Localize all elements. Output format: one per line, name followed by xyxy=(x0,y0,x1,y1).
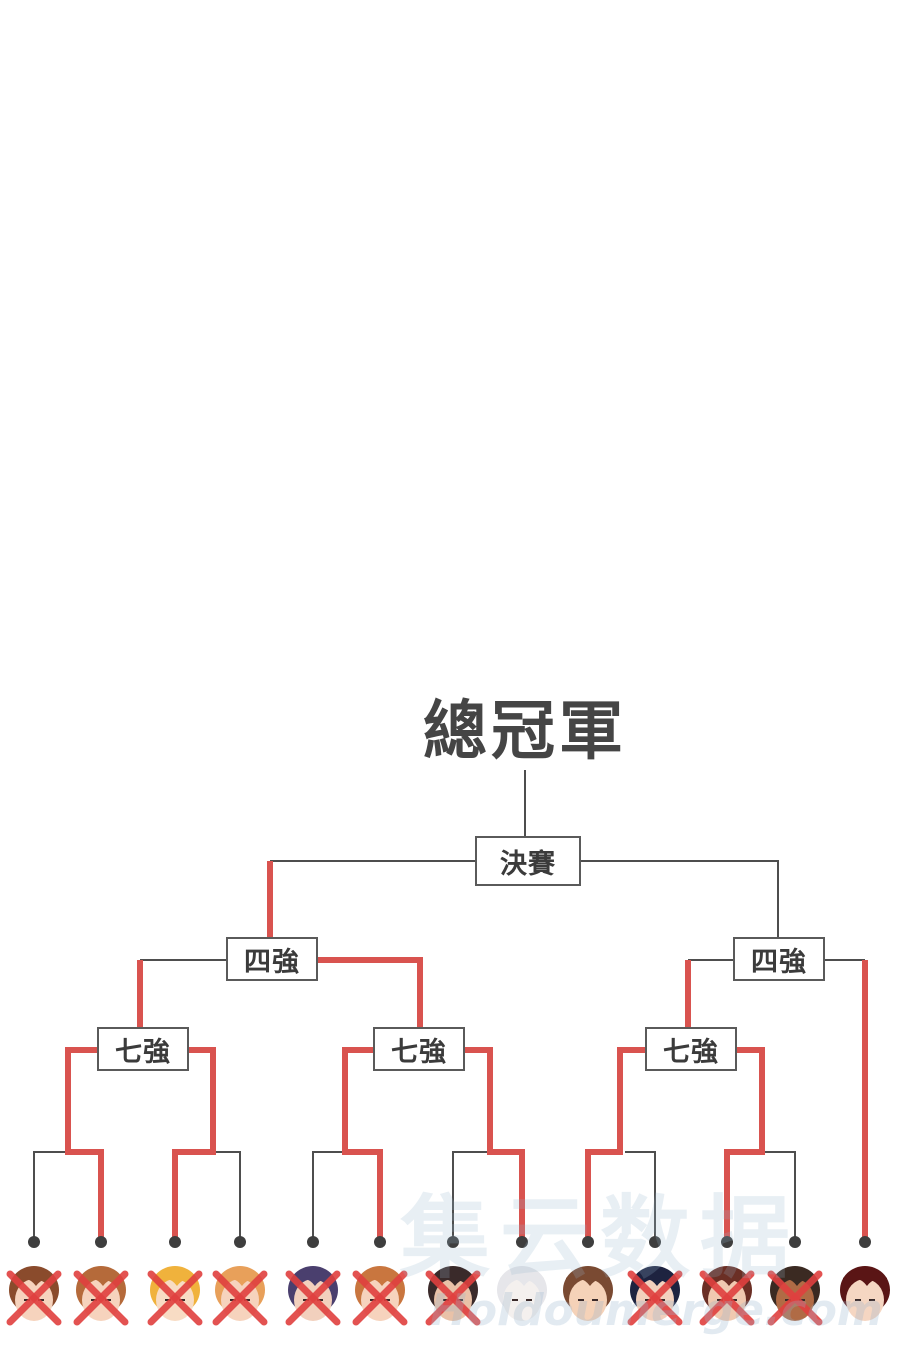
x-stroke xyxy=(627,1270,683,1326)
bracket-node-dot xyxy=(516,1236,528,1248)
winner-path-qf1-right xyxy=(172,1047,216,1240)
eliminated-x-mark xyxy=(285,1270,341,1326)
avatar-face xyxy=(503,1279,541,1321)
competitor-avatar xyxy=(840,1266,890,1321)
avatar-fringe xyxy=(218,1269,262,1292)
eliminated-x-mark xyxy=(699,1270,755,1326)
avatar-fringe xyxy=(705,1269,749,1292)
bracket-node-dot xyxy=(859,1236,871,1248)
champion-title: 總冠軍 xyxy=(423,695,627,769)
final-branch-right xyxy=(581,860,779,937)
x-stroke xyxy=(699,1270,755,1326)
x-stroke xyxy=(352,1270,408,1326)
x-stroke xyxy=(147,1270,203,1326)
eliminated-x-mark xyxy=(767,1270,823,1326)
eliminated-x-mark xyxy=(6,1270,62,1326)
winner-path-qf2-right xyxy=(465,1047,525,1240)
bracket-node-dot xyxy=(649,1236,661,1248)
x-stroke xyxy=(425,1270,481,1326)
avatar-fringe xyxy=(431,1269,475,1292)
quarterfinal-label-3: 七強 xyxy=(645,1027,737,1071)
x-stroke xyxy=(73,1270,129,1326)
match-4-left xyxy=(452,1151,490,1240)
match-3-left xyxy=(312,1151,345,1240)
x-stroke xyxy=(6,1270,62,1326)
eliminated-x-mark xyxy=(352,1270,408,1326)
winner-path-semifinal-left xyxy=(318,957,423,1027)
competitor-avatar xyxy=(497,1266,547,1321)
bracket-node-dot xyxy=(582,1236,594,1248)
avatar-fringe xyxy=(358,1269,402,1292)
quarterfinal-label-1: 七強 xyxy=(97,1027,189,1071)
bracket-node-dot xyxy=(169,1236,181,1248)
avatar-fringe xyxy=(291,1269,335,1292)
semifinal-label-right: 四強 xyxy=(733,937,825,981)
x-stroke xyxy=(285,1270,341,1326)
winner-path-qf2-left xyxy=(342,1047,383,1240)
eliminated-x-mark xyxy=(147,1270,203,1326)
avatar-fringe xyxy=(153,1269,197,1292)
semifinal-label-left: 四強 xyxy=(226,937,318,981)
x-stroke xyxy=(767,1270,823,1326)
bracket-node-dot xyxy=(307,1236,319,1248)
avatar-fringe xyxy=(773,1269,817,1292)
eliminated-x-mark xyxy=(73,1270,129,1326)
bracket-node-dot xyxy=(234,1236,246,1248)
avatar-fringe xyxy=(79,1269,123,1292)
winner-path-qf3-right xyxy=(724,1047,765,1240)
bracket-node-dot xyxy=(95,1236,107,1248)
winner-path-qf3-left xyxy=(585,1047,645,1240)
winner-path-qf1-left xyxy=(65,1047,104,1240)
eliminated-x-mark xyxy=(425,1270,481,1326)
match-5-right xyxy=(625,1151,656,1240)
bracket-node-dot xyxy=(28,1236,40,1248)
bracket-node-dot xyxy=(789,1236,801,1248)
avatar-face xyxy=(569,1279,607,1321)
eliminated-x-mark xyxy=(627,1270,683,1326)
match-1-left xyxy=(33,1151,68,1240)
avatar-fringe xyxy=(843,1269,887,1292)
avatar-face xyxy=(846,1279,884,1321)
final-label: 決賽 xyxy=(475,836,581,886)
avatar-fringe xyxy=(633,1269,677,1292)
match-2-right xyxy=(210,1151,241,1240)
avatar-fringe xyxy=(12,1269,56,1292)
avatar-fringe xyxy=(500,1269,544,1292)
avatar-fringe xyxy=(566,1269,610,1292)
quarterfinal-label-2: 七強 xyxy=(373,1027,465,1071)
bracket-node-dot xyxy=(447,1236,459,1248)
bracket-node-dot xyxy=(721,1236,733,1248)
bracket-node-dot xyxy=(374,1236,386,1248)
eliminated-x-mark xyxy=(212,1270,268,1326)
competitor-avatar xyxy=(563,1266,613,1321)
match-6-right xyxy=(762,1151,796,1240)
x-stroke xyxy=(212,1270,268,1326)
